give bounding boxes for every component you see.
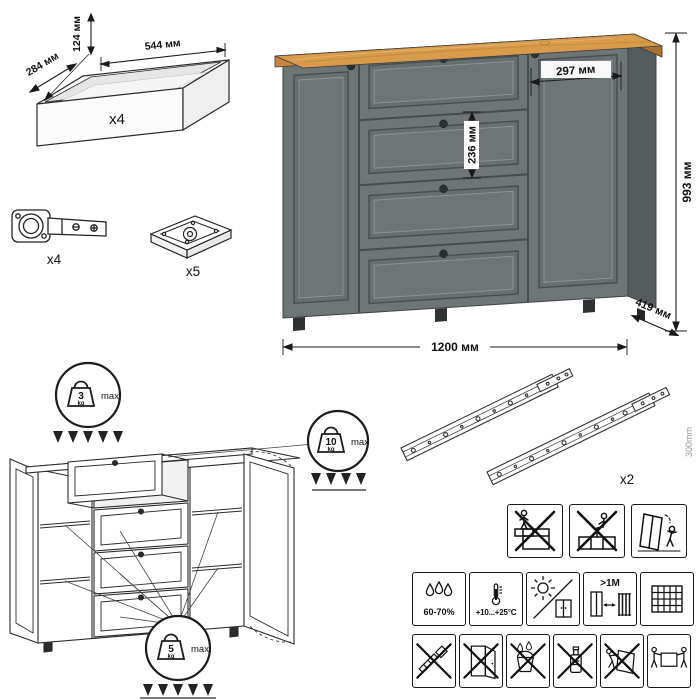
load-unit: kg <box>327 447 334 453</box>
humidity-icon: 60-70% <box>412 572 466 626</box>
water-drops-icon <box>425 581 453 597</box>
dim-door-width: 297 мм <box>529 61 623 96</box>
tip-over-graphic <box>637 513 681 552</box>
drawer-box-drawing <box>36 58 230 147</box>
dim-width: 1200 мм <box>282 338 628 355</box>
wire-left-door-open <box>9 458 39 644</box>
heat-distance-graphic: >1M <box>590 578 631 617</box>
left-door <box>293 71 349 305</box>
temperature-icon: +10...+25°C <box>469 572 523 626</box>
weight-icon: 3 kg <box>66 380 96 407</box>
no-sitting-graphic <box>576 510 618 552</box>
slide-rail-2 <box>486 386 671 486</box>
thermometer-icon <box>491 582 502 605</box>
no-wet-cleaning-icon <box>506 634 550 688</box>
no-dragging-icon <box>600 634 644 688</box>
no-wet-cleaning-graphic <box>510 640 546 679</box>
load-limit-diagram: 3 kg max 10 kg max <box>9 361 369 699</box>
no-climbing-icon <box>507 504 563 558</box>
heat-source-distance-icon: >1M <box>583 572 637 626</box>
panel-gaps <box>358 46 529 313</box>
door-width-label: 297 мм <box>556 64 596 79</box>
drawer-height-label: 236 мм <box>467 126 479 164</box>
weight-icon: 10 kg <box>316 426 346 453</box>
grille-graphic <box>651 585 683 613</box>
hinge-diagram: x4 <box>11 209 107 267</box>
temperature-range-label: +10...+25°C <box>475 607 517 617</box>
foot-count-label: x5 <box>186 264 200 279</box>
two-person-carry-icon <box>647 634 691 688</box>
drawer-height-label: 124 мм <box>71 16 83 52</box>
load-qualifier: max <box>191 644 209 655</box>
drawer-depth-label: 284 мм <box>24 50 61 79</box>
wire-right-door-open <box>243 451 295 645</box>
dim-124 <box>43 12 95 102</box>
slide-rail-1 <box>400 367 574 462</box>
drawer-slides-diagram: x2 300mm <box>400 367 694 487</box>
load-unit: kg <box>167 654 174 660</box>
two-person-carry-graphic <box>650 646 688 668</box>
load-value: 10 <box>325 437 337 448</box>
radiator-grille-icon <box>640 572 694 626</box>
no-climbing-graphic <box>514 509 556 552</box>
load-value: 5 <box>168 644 174 655</box>
down-arrows <box>311 473 366 485</box>
load-limit-shelf: 5 kg max <box>140 614 216 699</box>
heat-distance-label: >1M <box>600 578 620 589</box>
hinge-drawing <box>11 209 107 243</box>
dim-drawer-height: 236 мм <box>463 111 481 179</box>
no-knife-graphic <box>416 643 452 679</box>
humidity-range-label: 60-70% <box>423 607 455 617</box>
dim-284 <box>28 63 78 93</box>
down-arrows <box>53 431 123 443</box>
drawer-box-diagram: 124 мм 544 мм 284 мм x4 <box>24 12 230 147</box>
no-knife-icon <box>412 634 456 688</box>
dim-height: 993 мм <box>665 32 694 332</box>
down-arrows <box>143 684 213 696</box>
wire-open-drawer <box>67 453 189 509</box>
load-limit-top: 3 kg max <box>53 361 123 443</box>
direct-sunlight-icon <box>526 572 580 626</box>
load-unit: kg <box>77 401 84 407</box>
tip-over-hazard-icon <box>631 504 687 558</box>
no-door-hanging-icon <box>459 634 503 688</box>
load-limit-drawer: 10 kg max <box>306 409 369 491</box>
load-value: 3 <box>78 391 84 402</box>
wire-feet <box>43 626 239 653</box>
cabinet-width-label: 1200 мм <box>431 340 479 354</box>
foot-drawing <box>149 215 233 259</box>
right-door <box>538 53 618 289</box>
hinge-count-label: x4 <box>47 252 62 267</box>
drawer-count-label: x4 <box>109 111 125 128</box>
cabinet-side-panel <box>627 39 657 309</box>
weight-icon: 5 kg <box>156 633 186 660</box>
cabinet-height-label: 993 мм <box>680 161 694 202</box>
no-door-hanging-graphic <box>463 643 499 680</box>
load-qualifier: max <box>101 391 119 402</box>
no-solvent-icon <box>553 634 597 688</box>
dim-544 <box>99 43 227 71</box>
sun-shade-graphic <box>530 575 573 619</box>
no-sitting-icon <box>569 504 625 558</box>
foot-diagram: x5 <box>149 215 233 279</box>
drawer-width-label: 544 мм <box>144 37 181 53</box>
slide-length-label: 300mm <box>684 427 694 457</box>
no-dragging-graphic <box>604 643 640 679</box>
no-solvent-graphic <box>557 643 593 679</box>
wood-top <box>274 33 663 69</box>
wireframe-cabinet <box>9 447 301 653</box>
cabinet-feet <box>293 299 645 331</box>
load-qualifier: max <box>351 437 369 448</box>
cabinet-illustration: 297 мм 236 мм 993 мм <box>274 32 694 355</box>
drawer-fronts <box>368 55 519 305</box>
slides-count-label: x2 <box>620 472 634 487</box>
